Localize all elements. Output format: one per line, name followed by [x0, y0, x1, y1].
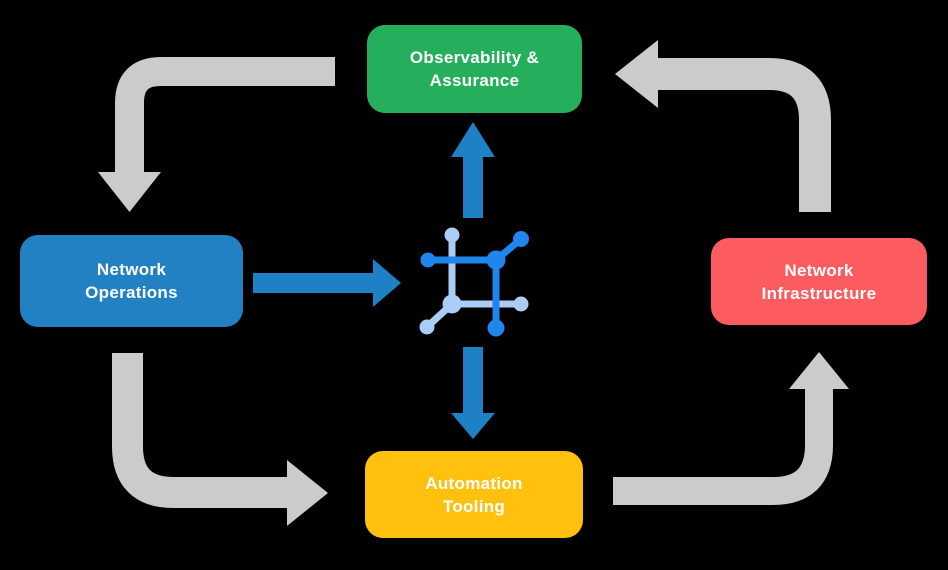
- arrow-center-to-automation: [451, 347, 495, 439]
- arrow-operations-to-automation: [112, 353, 328, 526]
- arrow-right-head: [373, 259, 401, 307]
- node-label-line: Infrastructure: [761, 283, 877, 303]
- node-label-line: Network: [784, 260, 854, 280]
- node-label-line: Assurance: [429, 71, 520, 90]
- arrow-up-head: [789, 352, 849, 389]
- node-label-line: Operations: [85, 283, 178, 302]
- diagram-node-automation-tooling: Automation Tooling: [365, 451, 583, 538]
- arrow-operations-to-center: [253, 259, 401, 307]
- node-dot: [487, 319, 505, 337]
- node-dot: [513, 296, 529, 312]
- diagram-node-observability-assurance: Observability & Assurance: [367, 25, 582, 113]
- arrow-left-head: [615, 40, 658, 108]
- node-dot: [420, 252, 436, 268]
- node-label-line: Automation: [425, 473, 523, 493]
- diagram-node-network-infrastructure: Network Infrastructure: [711, 238, 927, 325]
- diagram-node-network-operations: Network Operations: [20, 235, 243, 327]
- arrow-automation-to-infrastructure: [613, 352, 849, 505]
- corner-node-dot: [486, 250, 506, 270]
- corner-node-dot: [442, 294, 462, 314]
- node-dot: [444, 227, 460, 243]
- node-dot: [513, 231, 529, 247]
- arrow-observability-to-operations: [98, 57, 335, 212]
- node-label-line: Network: [96, 260, 167, 279]
- node-label-line: Observability &: [409, 48, 540, 67]
- arrow-up-head: [451, 122, 495, 157]
- arrow-center-to-observability: [451, 122, 495, 218]
- network-mesh-icon: [419, 227, 529, 337]
- node-label-line: Tooling: [442, 496, 506, 516]
- arrow-down-head: [98, 172, 161, 212]
- arrow-right-head: [287, 460, 328, 526]
- node-dot: [419, 319, 435, 335]
- arrow-infrastructure-to-observability: [615, 40, 831, 212]
- arrow-down-head: [451, 413, 495, 439]
